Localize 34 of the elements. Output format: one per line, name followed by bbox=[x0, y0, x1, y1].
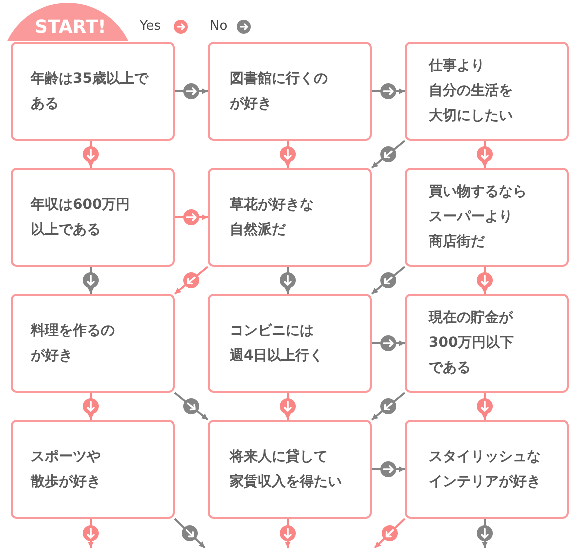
question-box bbox=[208, 420, 372, 519]
arrow bbox=[371, 392, 406, 421]
question-box bbox=[208, 42, 372, 141]
question-text: スポーツや散歩が好き bbox=[31, 448, 101, 492]
question-box bbox=[405, 420, 569, 519]
question-box bbox=[208, 168, 372, 267]
question-text: 草花が好きな自然派だ bbox=[230, 196, 314, 240]
legend-label: No bbox=[210, 19, 228, 34]
question-text: 年齢は35歳以上である bbox=[31, 70, 148, 114]
question-box bbox=[11, 168, 175, 267]
question-box bbox=[11, 420, 175, 519]
question-box bbox=[208, 294, 372, 393]
question-text: コンビニには週4日以上行く bbox=[230, 322, 324, 366]
legend-label: Yes bbox=[140, 19, 161, 34]
question-text: スタイリッシュなインテリアが好き bbox=[429, 448, 541, 492]
arrow bbox=[174, 518, 206, 548]
question-box bbox=[405, 168, 569, 267]
question-text: 現在の貯金が300万円以下である bbox=[429, 309, 514, 378]
question-text: 年収は600万円以上である bbox=[31, 196, 130, 240]
arrow bbox=[371, 140, 406, 169]
question-text: 将来人に貸して家賃収入を得たい bbox=[230, 448, 342, 492]
start-label: START! bbox=[35, 17, 106, 38]
question-box bbox=[11, 294, 175, 393]
question-box bbox=[11, 42, 175, 141]
arrow bbox=[374, 518, 406, 548]
arrow bbox=[174, 266, 209, 295]
arrow bbox=[371, 266, 406, 295]
arrow bbox=[174, 392, 209, 421]
question-text: 買い物するならスーパーより商店街だ bbox=[429, 183, 527, 252]
question-box bbox=[405, 42, 569, 141]
question-text: 仕事より自分の生活を大切にしたい bbox=[429, 57, 513, 126]
question-text: 料理を作るのが好き bbox=[31, 322, 115, 366]
question-box bbox=[405, 294, 569, 393]
question-text: 図書館に行くのが好き bbox=[230, 70, 328, 114]
